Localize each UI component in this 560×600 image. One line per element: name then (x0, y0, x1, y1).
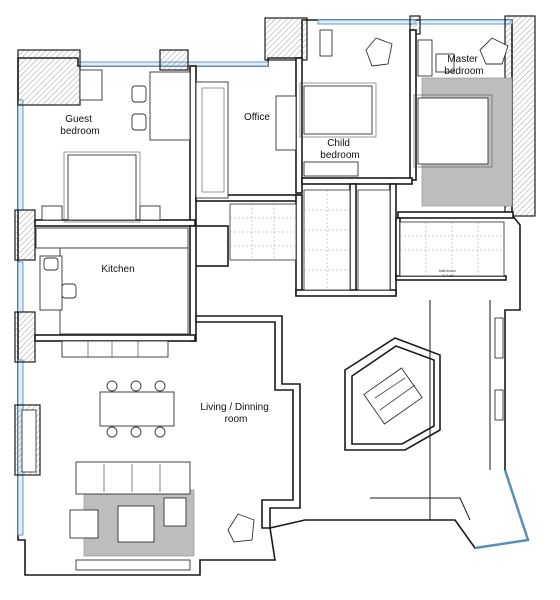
label-living-dining: Living / Dinning room (200, 402, 271, 425)
label-living-dining-l2: room (225, 414, 248, 425)
label-bathroom-name: bathroom (439, 268, 457, 273)
wall-corridor-v1 (295, 194, 303, 296)
office-desk (275, 95, 297, 151)
stair-core (363, 367, 423, 425)
wall-corridor-v3 (389, 183, 397, 295)
living-armchair (227, 513, 255, 543)
master-side-table (417, 39, 433, 77)
stair-diag-1 (374, 377, 406, 399)
window-left-1 (17, 99, 24, 211)
label-office: Office (244, 112, 270, 123)
guest-bed-frame (63, 151, 141, 223)
guest-nightstand-1 (41, 205, 63, 221)
office-sofa-inner (201, 87, 225, 193)
hall-lower (370, 497, 471, 521)
bathroom-fixtures (399, 221, 505, 277)
hall-door-2 (494, 389, 504, 421)
label-guest-bedroom: Guest bedroom (60, 114, 99, 137)
wall-child-master (409, 29, 417, 181)
hall-door-1 (494, 317, 504, 359)
child-bed (303, 85, 373, 135)
wall-bath-left (395, 217, 401, 279)
coffee-table (117, 505, 155, 543)
dining-chair-3 (154, 380, 166, 392)
guest-nightstand-2 (139, 205, 161, 221)
stair-diag-2 (379, 384, 416, 411)
child-bench (303, 161, 359, 177)
dining-chair-1 (106, 380, 118, 392)
column-7 (14, 311, 36, 363)
label-master-bedroom: Master bedroom (444, 54, 483, 77)
column-2 (159, 49, 189, 71)
wardrobe-corridor-2 (303, 189, 351, 291)
kitchen-counter-top (35, 227, 189, 249)
wall-kitchen-right (189, 225, 197, 342)
sofa (75, 461, 191, 495)
wall-guest-office (189, 65, 197, 227)
window-top-master (419, 19, 513, 25)
wall-child-bottom (301, 177, 413, 185)
wall-master-bottom (397, 211, 514, 219)
wardrobe-corridor-3 (357, 189, 391, 291)
dining-chair-2 (130, 380, 142, 392)
window-corner (474, 469, 530, 550)
wardrobe-corridor-1 (229, 203, 297, 261)
master-armchair (479, 37, 509, 65)
wall-corridor-v2 (349, 183, 357, 295)
guest-desk (149, 71, 191, 141)
living-wall-shelf (21, 409, 37, 473)
master-dresser (435, 53, 455, 73)
dining-table (99, 391, 175, 427)
office-sofa (195, 81, 229, 199)
label-child-bedroom: Child bedroom (320, 138, 359, 161)
dining-chair-5 (130, 426, 142, 438)
kitchen-island (59, 247, 189, 335)
stair-enclosure (344, 337, 441, 451)
label-child-bedroom-l2: bedroom (320, 150, 359, 161)
guest-chair-2 (131, 113, 147, 131)
child-shelf (319, 29, 333, 57)
tv-console (75, 559, 191, 571)
label-child-bedroom-l1: Child (327, 138, 350, 149)
column-3 (264, 17, 308, 61)
dining-chair-4 (106, 426, 118, 438)
window-left-2 (17, 261, 24, 313)
wall-living-right (195, 315, 301, 529)
window-top-child (317, 19, 417, 25)
wall-hall-right (429, 300, 491, 520)
child-armchair (365, 37, 393, 67)
wall-kitchen-bottom (34, 334, 196, 342)
label-master-bedroom-l2: bedroom (444, 66, 483, 77)
wall-corridor-left (191, 225, 229, 267)
master-bed (417, 97, 489, 165)
guest-chair-1 (131, 85, 147, 103)
label-bathroom-area: 4.7 m² (442, 273, 454, 278)
kitchen-stool-2 (61, 283, 77, 299)
column-1 (17, 49, 81, 106)
label-living-dining-l1: Living / Dinning (200, 402, 268, 413)
armchair-left (69, 509, 99, 539)
child-bed-frame (299, 82, 377, 138)
side-table (163, 497, 187, 527)
label-guest-bedroom-l2: bedroom (60, 126, 99, 137)
wall-guest-bottom (34, 219, 196, 227)
master-bed-frame (413, 94, 493, 168)
label-master-bedroom-l1: Master (447, 54, 478, 65)
label-guest-bedroom-l1: Guest (65, 114, 92, 125)
wall-office-child (295, 57, 303, 194)
label-bathroom: bathroom 4.7 m² (439, 268, 457, 278)
dining-chair-6 (154, 426, 166, 438)
kitchen-stool-1 (43, 257, 59, 271)
guest-bed (67, 154, 137, 221)
column-6 (14, 209, 36, 261)
label-kitchen: Kitchen (101, 264, 134, 275)
wall-corridor-bottom (295, 289, 397, 297)
kitchen-cabinet-row (61, 340, 169, 358)
guest-wardrobe (79, 69, 103, 101)
